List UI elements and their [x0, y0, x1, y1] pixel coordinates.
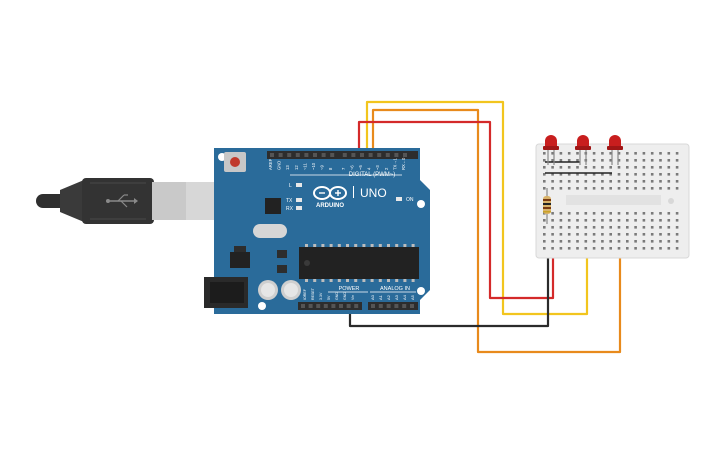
analog-header [368, 302, 418, 310]
power-pin-label: 5V [327, 295, 331, 300]
breadboard[interactable] [535, 143, 690, 259]
digital-pin-label: 7 [341, 167, 346, 170]
digital-pin-holes [270, 153, 407, 157]
breadboard-holes [543, 152, 679, 250]
digital-pin-label: 12 [294, 165, 299, 170]
l-led [296, 183, 302, 187]
breadboard-mount-hole [668, 198, 674, 204]
analog-pin-label: A5 [410, 294, 415, 300]
model-label: UNO [360, 186, 387, 200]
digital-pin-label: ~6 [349, 165, 354, 170]
digital-pin-label: RX←0 [401, 157, 406, 170]
brand-label: ARDUINO [316, 203, 344, 209]
power-pin-label: GND [335, 292, 339, 300]
digital-pin-label: 4 [367, 167, 372, 170]
power-pin-label: IOREF [303, 288, 307, 300]
on-led [396, 197, 402, 201]
digital-pin-label: ~9 [320, 165, 325, 170]
power-pin-label: RESET [311, 287, 315, 300]
tx-led [296, 198, 302, 202]
microcontroller-chip [299, 247, 419, 279]
analog-pin-label: A3 [394, 294, 399, 300]
digital-header-label: DIGITAL (PWM~) [349, 172, 396, 178]
l-label: L [289, 183, 292, 189]
usb-icon [106, 194, 138, 208]
digital-pin-label: ~3 [375, 165, 380, 170]
digital-pin-label: TX→1 [392, 157, 397, 170]
mount-hole [417, 200, 425, 208]
wire-orange[interactable] [371, 108, 622, 354]
chip-pins [305, 244, 415, 282]
mount-hole [417, 287, 425, 295]
usb-chip [265, 198, 281, 214]
power-pin-labels: IOREF RESET 3.3V 5V GND GND Vin [303, 287, 355, 300]
digital-pin-label: 13 [285, 165, 290, 170]
usb-metal-shell [152, 182, 188, 220]
digital-pin-label: 8 [328, 167, 333, 170]
usb-cable[interactable] [36, 178, 242, 224]
analog-header-label: ANALOG IN [380, 286, 410, 292]
power-pin-label: 3.3V [319, 292, 323, 300]
digital-pin-label: AREF [268, 158, 273, 170]
on-label: ON [406, 197, 414, 203]
usb-strain-relief [60, 180, 84, 222]
power-pin-label: Vin [351, 295, 355, 300]
led-3[interactable] [607, 135, 623, 165]
small-component [277, 265, 287, 273]
power-header [298, 302, 362, 310]
digital-pin-label: ~5 [358, 165, 363, 170]
analog-pin-label: A2 [386, 294, 391, 300]
resistor[interactable] [543, 188, 551, 224]
small-component [277, 250, 287, 258]
analog-pin-label: A4 [402, 294, 407, 300]
tx-label: TX [286, 198, 293, 204]
analog-pin-label: A1 [378, 294, 383, 300]
bottom-pin-holes [301, 304, 414, 308]
digital-pin-label: 2 [384, 167, 389, 170]
digital-pin-label: GND [277, 161, 282, 170]
rx-led [296, 206, 302, 210]
power-pin-label: GND [343, 292, 347, 300]
digital-header [267, 151, 418, 159]
analog-pin-label: A0 [370, 294, 375, 300]
rx-label: RX [286, 206, 294, 212]
led-1[interactable] [543, 135, 559, 165]
digital-pin-label: ~10 [311, 162, 316, 170]
crystal [253, 224, 287, 238]
wire-yellow[interactable] [365, 100, 589, 316]
arduino-logo-icon [313, 186, 347, 200]
power-header-label: POWER [339, 286, 360, 292]
led-2[interactable] [575, 135, 591, 165]
reset-button-cap[interactable] [230, 157, 240, 167]
digital-pin-label: ~11 [302, 163, 307, 170]
wire-red[interactable] [357, 120, 555, 300]
mount-hole [258, 302, 266, 310]
breadboard-channel [566, 195, 661, 205]
voltage-regulator [230, 252, 250, 268]
